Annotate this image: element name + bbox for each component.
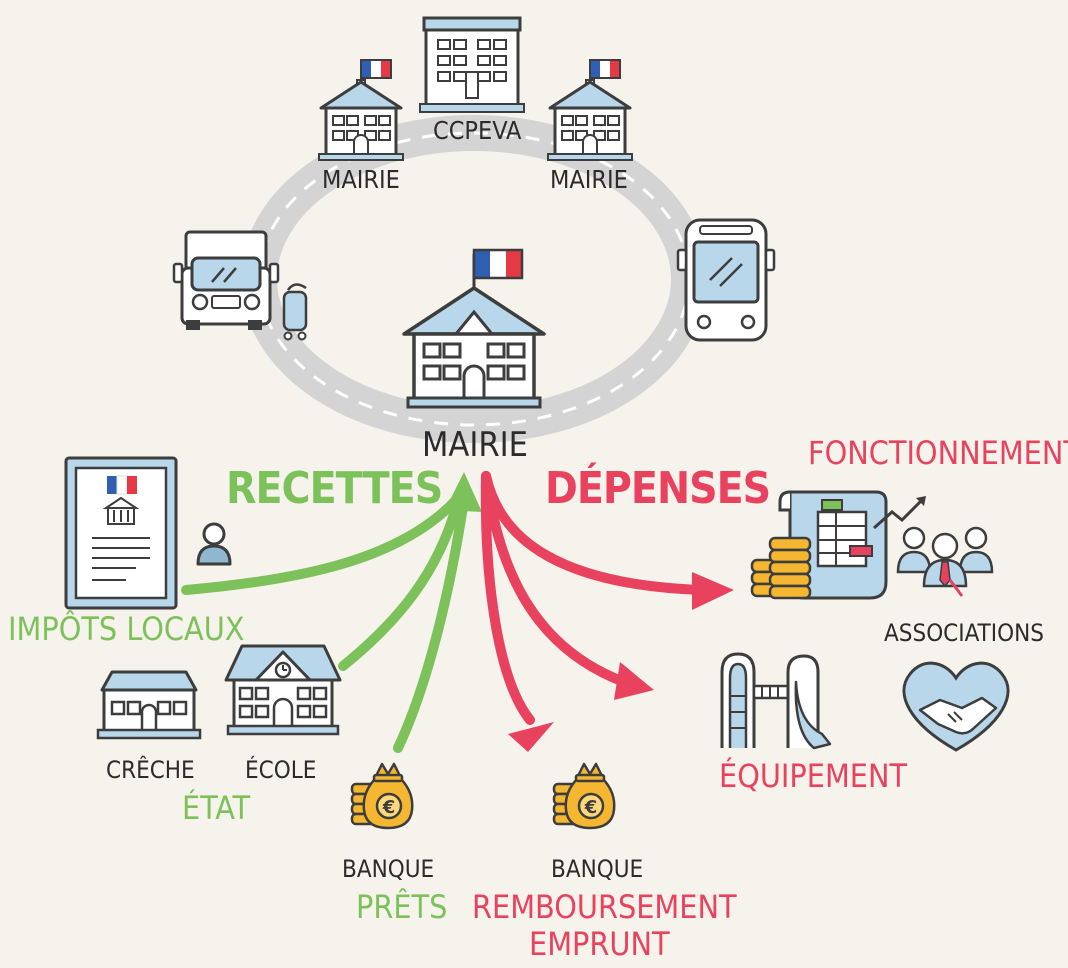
remboursement-label: REMBOURSEMENT xyxy=(472,888,737,926)
person-icon xyxy=(196,522,232,566)
town-hall-icon xyxy=(317,59,405,162)
fonctionnement-label: FONCTIONNEMENT xyxy=(808,434,1068,472)
people-group-icon xyxy=(896,526,994,597)
mairie-center-label: MAIRIE xyxy=(422,425,528,465)
mairie-left-label: MAIRIE xyxy=(322,165,400,194)
emprunt-label: EMPRUNT xyxy=(529,925,670,963)
recettes-arrows xyxy=(181,495,469,753)
school-icon xyxy=(224,644,342,736)
town-hall-icon xyxy=(546,59,634,162)
tax-document-icon xyxy=(64,456,178,610)
nursery-icon xyxy=(96,670,202,740)
equipement-label: ÉQUIPEMENT xyxy=(719,757,908,795)
banque-right-label: BANQUE xyxy=(551,855,644,883)
finance-chart-icon xyxy=(750,490,926,600)
etat-label: ÉTAT xyxy=(182,789,251,827)
impots-locaux-label: IMPÔTS LOCAUX xyxy=(8,610,245,648)
depenses-arrows xyxy=(480,471,707,725)
handshake-heart-icon xyxy=(902,661,1010,752)
recettes-arrowhead xyxy=(445,472,482,512)
ecole-label: ÉCOLE xyxy=(245,756,317,784)
playground-icon xyxy=(720,652,832,750)
depenses-label: DÉPENSES xyxy=(545,463,771,514)
banque-left-label: BANQUE xyxy=(342,855,435,883)
garbage-truck-icon xyxy=(172,230,308,341)
bus-icon xyxy=(676,218,776,342)
associations-label: ASSOCIATIONS xyxy=(884,619,1044,647)
recettes-label: RECETTES xyxy=(226,463,443,514)
prets-label: PRÊTS xyxy=(356,888,448,926)
town-hall-icon xyxy=(402,248,546,409)
creche-label: CRÊCHE xyxy=(106,756,195,784)
community-building-icon xyxy=(419,16,525,113)
depenses-arrowhead-remboursement xyxy=(508,722,554,752)
money-bag-euro-icon xyxy=(552,762,616,830)
depenses-arrowhead-fonctionnement xyxy=(692,572,734,610)
mairie-right-label: MAIRIE xyxy=(550,165,628,194)
depenses-arrowhead-equipement xyxy=(614,662,654,700)
money-bag-euro-icon xyxy=(350,762,414,830)
ccpeva-label: CCPEVA xyxy=(433,116,522,145)
